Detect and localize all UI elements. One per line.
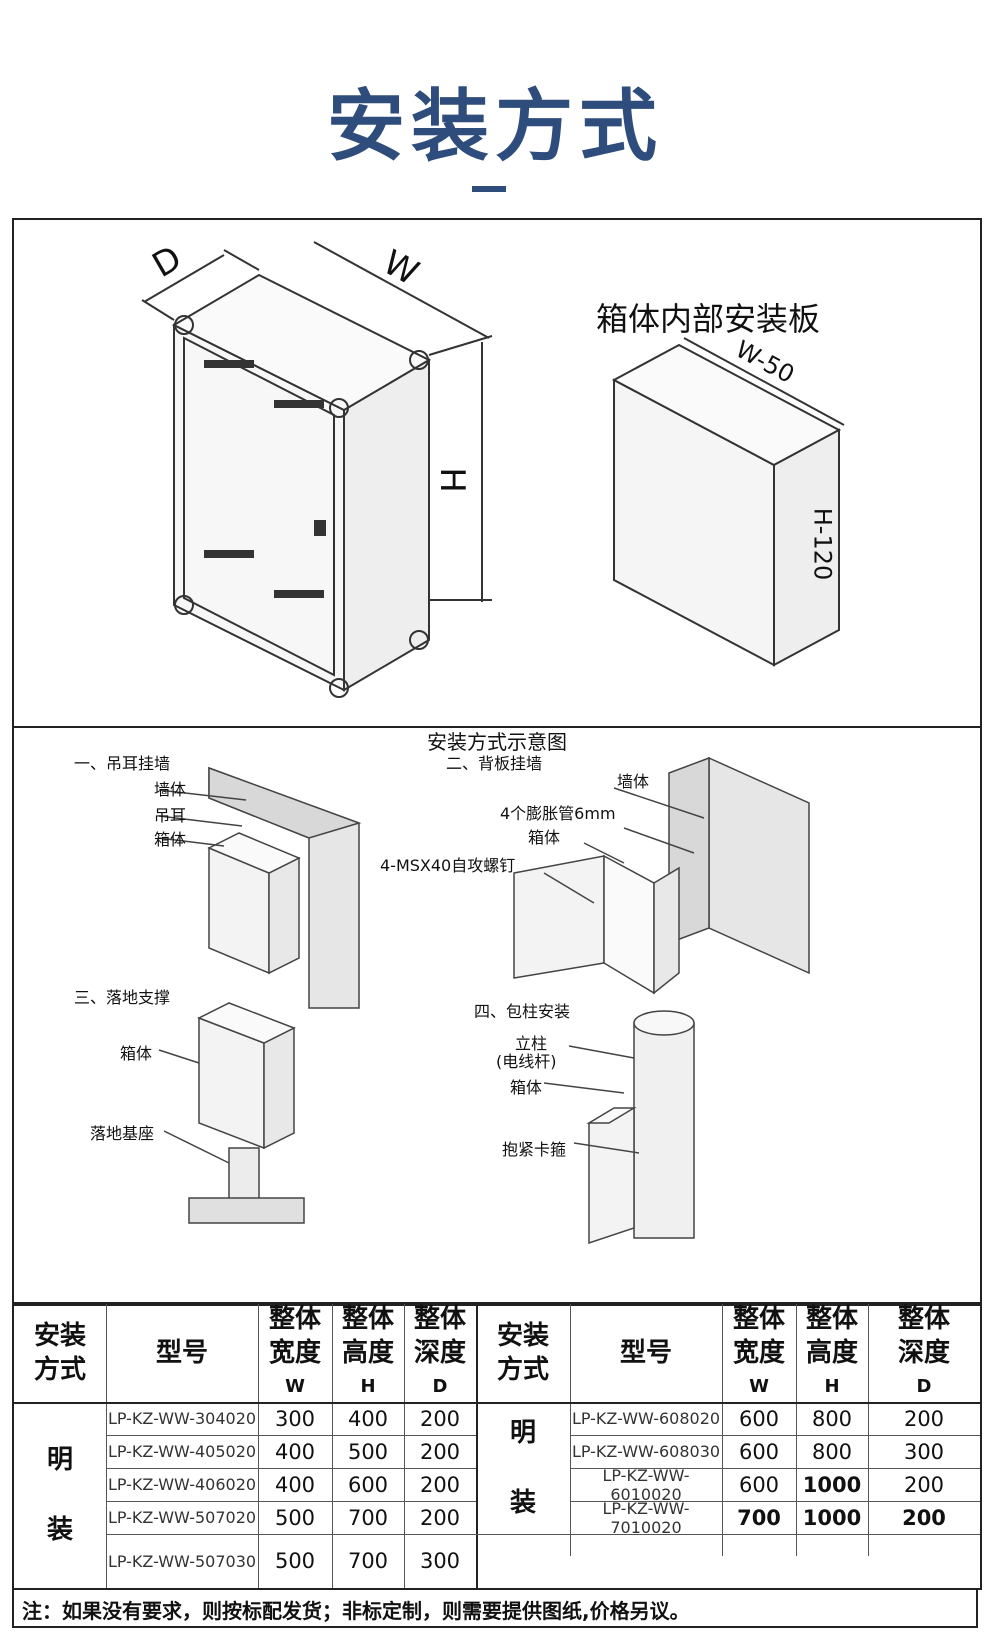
table-row-depth: 300 [419, 1549, 461, 1573]
table-row-model: LP-KZ-WW-608030 [571, 1442, 721, 1461]
table-row-depth: 200 [419, 1439, 461, 1464]
header-method: 安装方式 [33, 1321, 86, 1385]
method4-heading: 四、包柱安装 [474, 1002, 571, 1021]
table-row-depth: 200 [419, 1472, 461, 1497]
header-model-right: 型号 [619, 1338, 672, 1368]
table-row-width: 700 [737, 1505, 781, 1530]
install-methods-drawing [158, 756, 810, 1245]
dim-h-label: H [431, 467, 472, 493]
method2-wall-label: 墙体 [617, 772, 650, 791]
method2-screw-label: 4-MSX40自攻螺钉 [380, 856, 516, 875]
install-methods-panel: 安装方式示意图 一、吊耳挂墙 墙体 吊耳 箱体 二、背板挂墙 墙体 4个膨胀管6… [12, 726, 982, 1306]
header-method-right: 安装方式 [496, 1321, 549, 1385]
table-row-height: 600 [347, 1472, 389, 1497]
table-row-height: 500 [347, 1439, 389, 1464]
inner-h-label: H-120 [808, 507, 837, 581]
table-row-depth: 200 [419, 1406, 461, 1431]
table-row-width: 600 [738, 1472, 780, 1497]
table-row-model: LP-KZ-WW-406020 [107, 1475, 257, 1494]
table-row-depth: 200 [903, 1472, 945, 1497]
method2-box-label: 箱体 [528, 828, 561, 847]
table-row-height: 800 [811, 1439, 853, 1464]
table-row-model: LP-KZ-WW-6010020 [602, 1465, 690, 1504]
box-dimension-panel: D W H 箱体内部安装板 W-50 H-120 [12, 218, 982, 730]
table-row-width: 600 [738, 1406, 780, 1431]
header-model: 型号 [155, 1338, 208, 1368]
method1-ear-label: 吊耳 [154, 806, 187, 825]
table-row-depth: 200 [903, 1406, 945, 1431]
method-value-right: 明装 [509, 1418, 536, 1518]
table-row-height: 400 [347, 1406, 389, 1431]
footnote-text: 注：如果没有要求，则按标配发货；非标定制，则需要提供图纸,价格另议。 [22, 1599, 690, 1623]
method4-clamp-label: 抱紧卡箍 [502, 1140, 567, 1159]
table-row-depth: 300 [903, 1439, 945, 1464]
inner-plate-title: 箱体内部安装板 [596, 300, 821, 338]
table-row-height: 800 [811, 1406, 853, 1431]
table-row-width: 400 [274, 1472, 316, 1497]
method-value-left: 明装 [46, 1445, 73, 1545]
method3-heading: 三、落地支撑 [74, 988, 171, 1007]
table-row-height: 700 [347, 1505, 389, 1530]
title-underline [472, 186, 506, 192]
table-row-model: LP-KZ-WW-608020 [571, 1409, 721, 1428]
table-row-model: LP-KZ-WW-405020 [107, 1442, 257, 1461]
table-row-width: 600 [738, 1439, 780, 1464]
table-row-height: 1000 [802, 1472, 862, 1497]
table-row-model: LP-KZ-WW-507030 [107, 1551, 257, 1571]
method3-box-label: 箱体 [120, 1044, 153, 1063]
table-row-depth: 200 [419, 1505, 461, 1530]
method4-box-label: 箱体 [510, 1078, 543, 1097]
method4-pole-label: 立柱 [515, 1034, 548, 1053]
method1-box-label: 箱体 [154, 830, 187, 849]
box-dimension-drawing [141, 241, 845, 698]
table-row-model: LP-KZ-WW-304020 [107, 1409, 257, 1428]
table-row-height: 700 [347, 1549, 389, 1573]
table-row-width: 500 [274, 1505, 316, 1530]
method1-wall-label: 墙体 [154, 780, 187, 799]
method3-base-label: 落地基座 [90, 1124, 155, 1143]
footnote: 注：如果没有要求，则按标配发货；非标定制，则需要提供图纸,价格另议。 [12, 1588, 978, 1628]
method2-anchor-label: 4个膨胀管6mm [500, 804, 616, 823]
method1-heading: 一、吊耳挂墙 [74, 754, 171, 773]
methods-title: 安装方式示意图 [427, 730, 567, 754]
method2-heading: 二、背板挂墙 [446, 754, 543, 773]
method4-pole-sub-label: (电线杆) [496, 1052, 557, 1071]
table-row-model: LP-KZ-WW-507020 [107, 1508, 257, 1527]
table-row-depth: 200 [902, 1505, 946, 1530]
table-row-model: LP-KZ-WW-7010020 [602, 1498, 690, 1537]
table-row-width: 400 [274, 1439, 316, 1464]
page-title: 安装方式 [326, 82, 663, 172]
table-row-width: 500 [274, 1549, 316, 1573]
table-row-height: 1000 [802, 1505, 862, 1530]
table-row-width: 300 [274, 1406, 316, 1431]
